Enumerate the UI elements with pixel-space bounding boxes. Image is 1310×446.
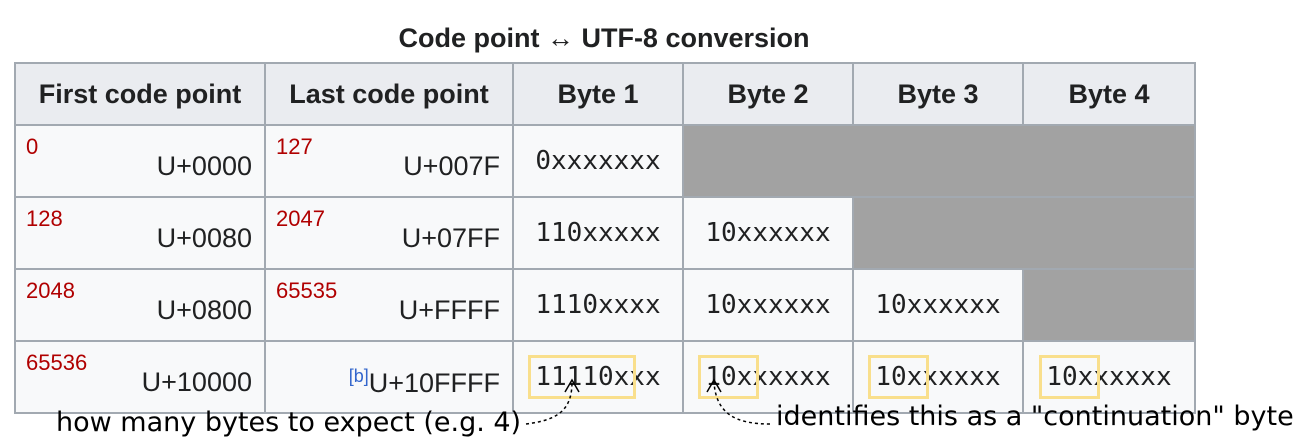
continuation-bits-highlight: 10x [868, 355, 930, 399]
header-row: First code point Last code point Byte 1 … [14, 62, 1196, 126]
byte-1-pattern: 11110xxx [512, 340, 684, 414]
continuation-bits-highlight: 10x [1039, 355, 1101, 399]
first-code-point-decimal: 0 [26, 134, 39, 159]
last-code-point-cell: [b]U+10FFFF [264, 340, 514, 414]
header-byte-3: Byte 3 [852, 62, 1024, 126]
first-code-point-decimal: 65536 [26, 350, 88, 375]
byte-2-pattern: 10xxxxxx [682, 268, 854, 342]
first-code-point-cell: 65536 U+10000 [14, 340, 266, 414]
first-code-point-hex: U+10000 [141, 366, 252, 397]
byte-3-pattern: 10xxxxxx [852, 340, 1024, 414]
leading-bits-annotation: how many bytes to expect (e.g. 4) [56, 407, 522, 438]
byte-4-rest: xxxxx [1093, 362, 1172, 392]
last-code-point-hex: U+FFFF [398, 294, 500, 325]
first-code-point-cell: 2048 U+0800 [14, 268, 266, 342]
leading-bits-highlight: 11110x [528, 355, 637, 399]
first-code-point-hex: U+0080 [156, 222, 252, 253]
last-code-point-cell: 2047 U+07FF [264, 196, 514, 270]
header-last-code-point: Last code point [264, 62, 514, 126]
first-code-point-decimal: 128 [26, 206, 63, 231]
header-byte-4: Byte 4 [1022, 62, 1196, 126]
table-row: 0 U+0000 127 U+007F 0xxxxxxx [14, 124, 1196, 198]
unused-byte-cell [682, 124, 1196, 198]
utf8-conversion-table: First code point Last code point Byte 1 … [14, 62, 1196, 414]
last-code-point-hex: U+07FF [401, 222, 500, 253]
first-code-point-cell: 128 U+0080 [14, 196, 266, 270]
last-code-point-cell: 127 U+007F [264, 124, 514, 198]
first-code-point-decimal: 2048 [26, 278, 75, 303]
table-row: 2048 U+0800 65535 U+FFFF 1110xxxx 10xxxx… [14, 268, 1196, 342]
unused-byte-cell [1022, 268, 1196, 342]
last-code-point-decimal: 65535 [276, 278, 338, 303]
last-code-point-hex: U+007F [403, 150, 500, 181]
header-byte-2: Byte 2 [682, 62, 854, 126]
continuation-annotation: identifies this as a "continuation" byte [776, 401, 1294, 432]
footnote-reference-link[interactable]: [b] [348, 365, 369, 386]
byte-1-pattern: 1110xxxx [512, 268, 684, 342]
header-byte-1: Byte 1 [512, 62, 684, 126]
byte-2-pattern: 10xxxxxx [682, 196, 854, 270]
byte-2-rest: xxxxx [752, 362, 831, 392]
byte-3-rest: xxxxx [922, 362, 1001, 392]
table-caption: Code point ↔ UTF-8 conversion [398, 23, 810, 53]
first-code-point-cell: 0 U+0000 [14, 124, 266, 198]
first-code-point-hex: U+0800 [156, 294, 252, 325]
table-row: 128 U+0080 2047 U+07FF 110xxxxx 10xxxxxx [14, 196, 1196, 270]
byte-3-pattern: 10xxxxxx [852, 268, 1024, 342]
last-code-point-decimal: 127 [276, 134, 313, 159]
byte-4-pattern: 10xxxxxx [1022, 340, 1196, 414]
last-code-point-decimal: 2047 [276, 206, 325, 231]
last-code-point-hex: U+10FFFF [368, 367, 500, 398]
header-first-code-point: First code point [14, 62, 266, 126]
continuation-bits-highlight: 10x [698, 355, 760, 399]
last-code-point-cell: 65535 U+FFFF [264, 268, 514, 342]
byte-1-rest: xx [629, 362, 661, 392]
first-code-point-hex: U+0000 [156, 150, 252, 181]
byte-1-pattern: 0xxxxxxx [512, 124, 684, 198]
byte-1-pattern: 110xxxxx [512, 196, 684, 270]
unused-byte-cell [852, 196, 1196, 270]
